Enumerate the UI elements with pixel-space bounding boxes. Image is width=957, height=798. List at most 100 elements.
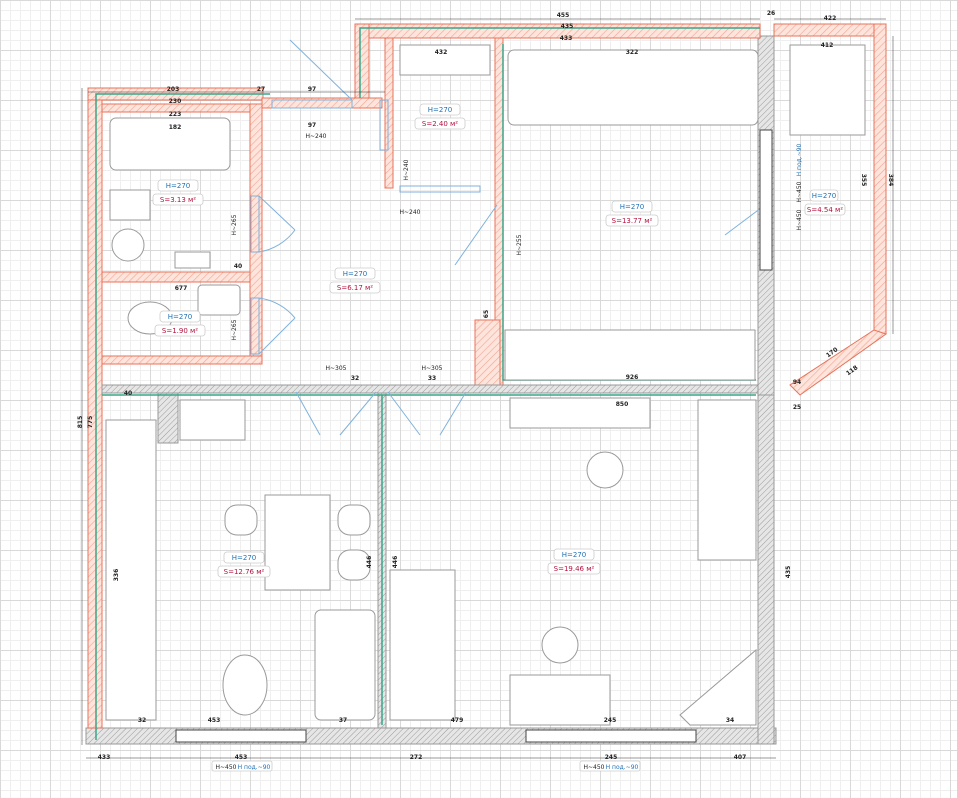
svg-text:384: 384 [887,174,894,187]
svg-text:40: 40 [234,263,242,270]
svg-text:H=270: H=270 [343,270,368,278]
svg-text:446: 446 [392,556,399,569]
svg-text:37: 37 [339,717,347,724]
svg-text:32: 32 [138,717,146,724]
svg-text:355: 355 [860,174,867,187]
svg-text:H~255: H~255 [516,234,523,255]
svg-text:H=270: H=270 [620,203,645,211]
svg-text:850: 850 [616,401,629,408]
svg-text:H~265: H~265 [231,214,238,235]
svg-text:H=270: H=270 [812,192,837,200]
window-labels: H~450 H под.~90 H~450 H под.~90 H~450 H … [211,143,803,772]
svg-text:453: 453 [235,754,248,761]
door-living[interactable] [387,391,467,436]
svg-text:S=3.13 м²: S=3.13 м² [160,196,196,204]
svg-text:H~450: H~450 [584,764,605,771]
svg-text:230: 230 [169,98,182,105]
svg-text:H под.~90: H под.~90 [606,764,639,771]
svg-text:435: 435 [561,23,574,30]
svg-text:H~240: H~240 [403,159,410,180]
door-bedroom[interactable] [454,204,498,266]
svg-text:40: 40 [124,390,132,397]
desk [509,397,651,429]
tv-corner [679,648,757,726]
svg-text:433: 433 [98,754,111,761]
svg-text:32: 32 [351,375,359,382]
chair [337,549,371,581]
svg-text:S=1.90 м²: S=1.90 м² [162,327,198,335]
svg-text:455: 455 [557,12,570,19]
svg-text:H под.~90: H под.~90 [796,143,803,176]
svg-text:775: 775 [87,416,94,429]
chair [337,504,371,536]
bathtub [109,117,231,171]
svg-text:25: 25 [793,404,801,411]
svg-text:S=2.40 м²: S=2.40 м² [422,120,458,128]
svg-text:H~305: H~305 [422,365,443,372]
windows [175,129,773,743]
svg-text:479: 479 [451,717,464,724]
svg-text:H=270: H=270 [232,554,257,562]
balcony-shelf [789,44,866,136]
svg-text:65: 65 [483,310,490,318]
svg-text:H=270: H=270 [168,313,193,321]
armchair [314,609,376,721]
office-chair-2 [541,626,579,664]
door-entrance[interactable] [271,99,353,109]
svg-text:H~305: H~305 [326,365,347,372]
radiator [174,251,211,269]
svg-text:435: 435 [785,566,792,579]
svg-text:97: 97 [308,86,316,93]
washing-machine [111,228,145,262]
svg-text:245: 245 [604,717,617,724]
svg-text:H~240: H~240 [306,133,327,140]
svg-text:407: 407 [734,754,747,761]
svg-text:272: 272 [410,754,423,761]
svg-text:H~450: H~450 [796,209,803,230]
door-balcony[interactable] [724,204,766,236]
doors [250,39,766,436]
kitchen-counter [105,419,157,721]
svg-text:336: 336 [113,569,120,582]
desk-2 [509,674,611,726]
svg-text:H~265: H~265 [231,319,238,340]
svg-text:422: 422 [824,15,837,22]
svg-text:182: 182 [169,124,182,131]
svg-text:926: 926 [626,374,639,381]
svg-text:S=19.46 м²: S=19.46 м² [554,565,595,573]
door-bathroom[interactable] [250,195,260,253]
door-wc[interactable] [250,297,260,355]
svg-text:S=12.76 м²: S=12.76 м² [224,568,265,576]
svg-text:97: 97 [308,122,316,129]
rug [222,654,268,716]
svg-text:94: 94 [793,379,801,386]
sink-cabinet [109,189,151,221]
svg-text:245: 245 [605,754,618,761]
office-chair [586,451,624,489]
svg-text:H~240: H~240 [400,209,421,216]
dimension-lines [81,18,894,759]
svg-text:412: 412 [821,42,834,49]
svg-text:H=270: H=270 [166,182,191,190]
svg-text:H=270: H=270 [428,106,453,114]
door-kitchen[interactable] [295,391,377,436]
chair [224,504,258,536]
svg-text:H~450: H~450 [796,181,803,202]
daybed [697,399,757,561]
svg-text:446: 446 [366,556,373,569]
wc-sink [197,284,241,316]
svg-text:33: 33 [428,375,436,382]
dining-table [264,494,331,591]
svg-text:S=6.17 м²: S=6.17 м² [337,284,373,292]
svg-text:432: 432 [435,49,448,56]
svg-text:H~450: H~450 [216,764,237,771]
svg-text:223: 223 [169,111,182,118]
svg-text:34: 34 [726,717,734,724]
